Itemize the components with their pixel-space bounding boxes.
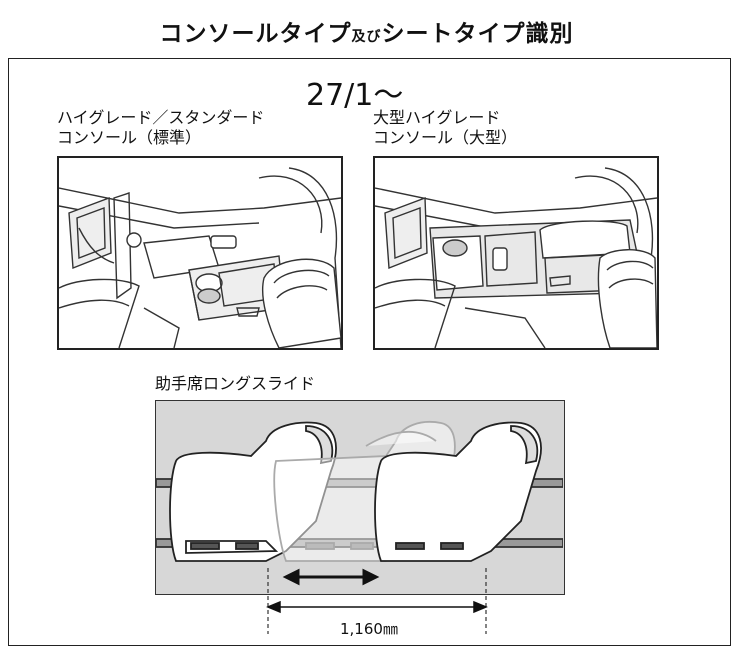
large-console-illustration	[373, 156, 659, 350]
standard-console-drawing	[59, 167, 341, 348]
large-console-caption-line2: コンソール（大型）	[373, 128, 518, 147]
date-label: 27/1～	[306, 78, 404, 113]
standard-console-caption: ハイグレード／スタンダード コンソール（標準）	[57, 108, 264, 148]
large-console-drawing	[375, 167, 657, 348]
diagram-frame	[8, 58, 731, 646]
seat-slide-drawing	[156, 421, 563, 586]
title-conjunction: 及び	[351, 29, 382, 45]
large-console-caption-line1: 大型ハイグレード	[373, 108, 501, 127]
slide-arrow	[282, 568, 380, 586]
seat-slide-caption: 助手席ロングスライド	[155, 374, 316, 393]
standard-console-illustration	[57, 156, 343, 350]
title-rest: シートタイプ識別	[381, 21, 574, 47]
standard-console-caption-line1: ハイグレード／スタンダード	[57, 108, 265, 127]
standard-console-caption-line2: コンソール（標準）	[57, 128, 202, 147]
dimension-label: 1,160㎜	[340, 620, 398, 638]
title-main: コンソールタイプ	[159, 21, 352, 47]
page-title: コンソールタイプ及びシートタイプ識別	[0, 14, 733, 48]
dimension-arrow	[266, 600, 488, 614]
large-console-caption: 大型ハイグレード コンソール（大型）	[373, 108, 517, 148]
seat-slide-illustration	[155, 400, 565, 595]
